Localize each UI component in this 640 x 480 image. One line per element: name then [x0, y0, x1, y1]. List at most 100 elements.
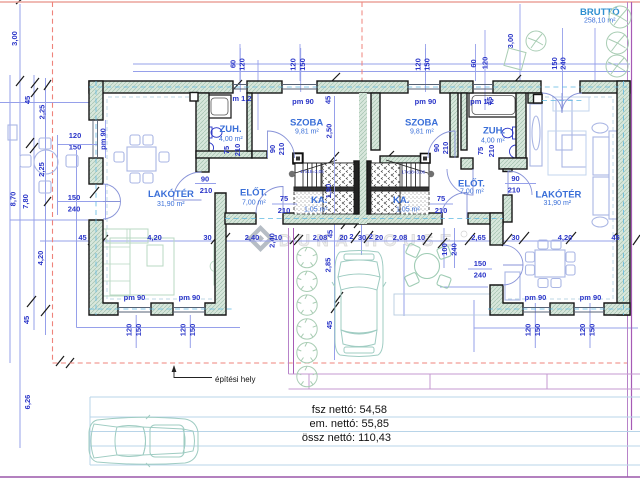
svg-text:45: 45: [78, 233, 86, 242]
svg-text:pm 90: pm 90: [415, 97, 437, 106]
svg-text:210: 210: [441, 142, 450, 155]
svg-text:össz nettó: 110,43: össz nettó: 110,43: [302, 432, 391, 444]
svg-text:120: 120: [69, 131, 82, 140]
svg-text:150: 150: [298, 58, 307, 71]
svg-text:pm 90: pm 90: [99, 128, 108, 150]
svg-text:2,40: 2,40: [245, 233, 260, 242]
svg-text:2,65: 2,65: [471, 233, 486, 242]
svg-text:10: 10: [274, 233, 282, 242]
svg-text:45: 45: [325, 321, 334, 329]
svg-text:150: 150: [533, 324, 542, 337]
svg-text:6,26: 6,26: [23, 395, 32, 410]
svg-text:120: 120: [524, 324, 533, 337]
svg-text:31,90 m²: 31,90 m²: [157, 201, 185, 208]
svg-text:9,81 m²: 9,81 m²: [410, 129, 434, 136]
svg-text:120: 120: [179, 324, 188, 337]
svg-text:120: 120: [289, 58, 298, 71]
svg-text:60: 60: [469, 59, 478, 67]
svg-text:fsz nettó: 54,58: fsz nettó: 54,58: [312, 404, 387, 416]
svg-text:150: 150: [188, 324, 197, 337]
svg-text:150: 150: [588, 324, 597, 337]
svg-text:210: 210: [278, 206, 291, 215]
svg-text:2,25: 2,25: [38, 105, 47, 120]
svg-text:90: 90: [268, 145, 277, 153]
svg-text:2,08: 2,08: [393, 233, 408, 242]
svg-text:75: 75: [437, 194, 445, 203]
svg-text:45: 45: [23, 96, 32, 104]
svg-text:LAKÓTÉR: LAKÓTÉR: [148, 188, 194, 200]
svg-text:pm 90: pm 90: [292, 97, 314, 106]
svg-text:2,50: 2,50: [325, 124, 334, 139]
svg-text:150: 150: [423, 58, 432, 71]
svg-text:4,20: 4,20: [36, 251, 45, 266]
svg-text:2,25: 2,25: [37, 162, 46, 177]
svg-text:30: 30: [358, 233, 366, 242]
svg-text:pm 90: pm 90: [580, 293, 602, 302]
svg-text:LAKÓTÉR: LAKÓTÉR: [536, 188, 582, 200]
svg-text:210: 210: [508, 186, 521, 195]
svg-text:17x18=3,06: 17x18=3,06: [402, 170, 426, 175]
svg-text:2,08: 2,08: [313, 233, 328, 242]
svg-text:120: 120: [238, 58, 247, 71]
svg-text:210: 210: [277, 143, 286, 156]
svg-text:SZOBA: SZOBA: [405, 118, 438, 129]
svg-text:258,10 m²: 258,10 m²: [584, 18, 616, 25]
svg-text:75: 75: [280, 194, 288, 203]
svg-text:45: 45: [485, 97, 494, 105]
svg-text:2,85: 2,85: [324, 258, 333, 273]
svg-text:ELŐT.: ELŐT.: [458, 178, 485, 190]
svg-text:45: 45: [22, 316, 31, 324]
svg-text:7,80: 7,80: [21, 194, 30, 209]
svg-text:240: 240: [559, 57, 568, 70]
svg-text:em. nettó: 55,85: em. nettó: 55,85: [310, 418, 390, 430]
svg-text:90: 90: [511, 174, 519, 183]
svg-text:pm 90: pm 90: [124, 293, 146, 302]
svg-text:100: 100: [440, 243, 449, 256]
svg-text:75: 75: [476, 147, 485, 155]
svg-text:240: 240: [474, 271, 487, 280]
svg-text:150: 150: [550, 57, 559, 70]
svg-text:4,00 m²: 4,00 m²: [219, 136, 243, 143]
svg-text:3,00: 3,00: [10, 31, 19, 46]
svg-text:pm 90: pm 90: [179, 293, 201, 302]
svg-text:150: 150: [68, 193, 81, 202]
svg-text:90: 90: [201, 175, 209, 184]
svg-text:45: 45: [611, 233, 619, 242]
svg-text:3,00: 3,00: [506, 34, 515, 49]
svg-text:45: 45: [324, 96, 333, 104]
svg-text:150: 150: [474, 259, 487, 268]
svg-text:1,05 m²: 1,05 m²: [396, 207, 420, 214]
svg-text:60: 60: [229, 60, 238, 68]
svg-text:210: 210: [200, 186, 213, 195]
svg-text:20: 20: [375, 233, 383, 242]
svg-text:240: 240: [68, 205, 81, 214]
svg-text:pm 1,2: pm 1,2: [470, 97, 494, 106]
svg-text:150: 150: [134, 324, 143, 337]
svg-text:150: 150: [69, 143, 82, 152]
svg-text:10: 10: [417, 233, 425, 242]
svg-text:4,20: 4,20: [558, 233, 573, 242]
svg-text:4,20: 4,20: [147, 233, 162, 242]
svg-text:9,81 m²: 9,81 m²: [295, 129, 319, 136]
svg-text:45: 45: [326, 230, 335, 238]
svg-text:KA.: KA.: [311, 195, 327, 206]
svg-text:120: 120: [125, 324, 134, 337]
svg-text:m 1,2: m 1,2: [232, 94, 251, 103]
svg-text:7,00 m²: 7,00 m²: [460, 189, 484, 196]
svg-text:210: 210: [487, 145, 496, 158]
svg-text:1,05 m²: 1,05 m²: [304, 207, 328, 214]
svg-text:30: 30: [203, 233, 211, 242]
svg-text:75: 75: [222, 146, 231, 154]
svg-text:210: 210: [435, 206, 448, 215]
svg-text:4,00 m²: 4,00 m²: [481, 138, 505, 145]
svg-text:17x18=3,06: 17x18=3,06: [300, 169, 324, 174]
svg-text:120: 120: [481, 57, 490, 70]
svg-text:SZOBA: SZOBA: [290, 118, 323, 129]
svg-text:ZUH.: ZUH.: [483, 126, 505, 137]
svg-text:30: 30: [511, 233, 519, 242]
svg-text:2: 2: [349, 232, 353, 241]
svg-text:ZUH.: ZUH.: [220, 124, 242, 135]
svg-text:ELŐT.: ELŐT.: [240, 187, 267, 199]
svg-text:240: 240: [450, 243, 459, 256]
svg-text:20: 20: [339, 233, 347, 242]
